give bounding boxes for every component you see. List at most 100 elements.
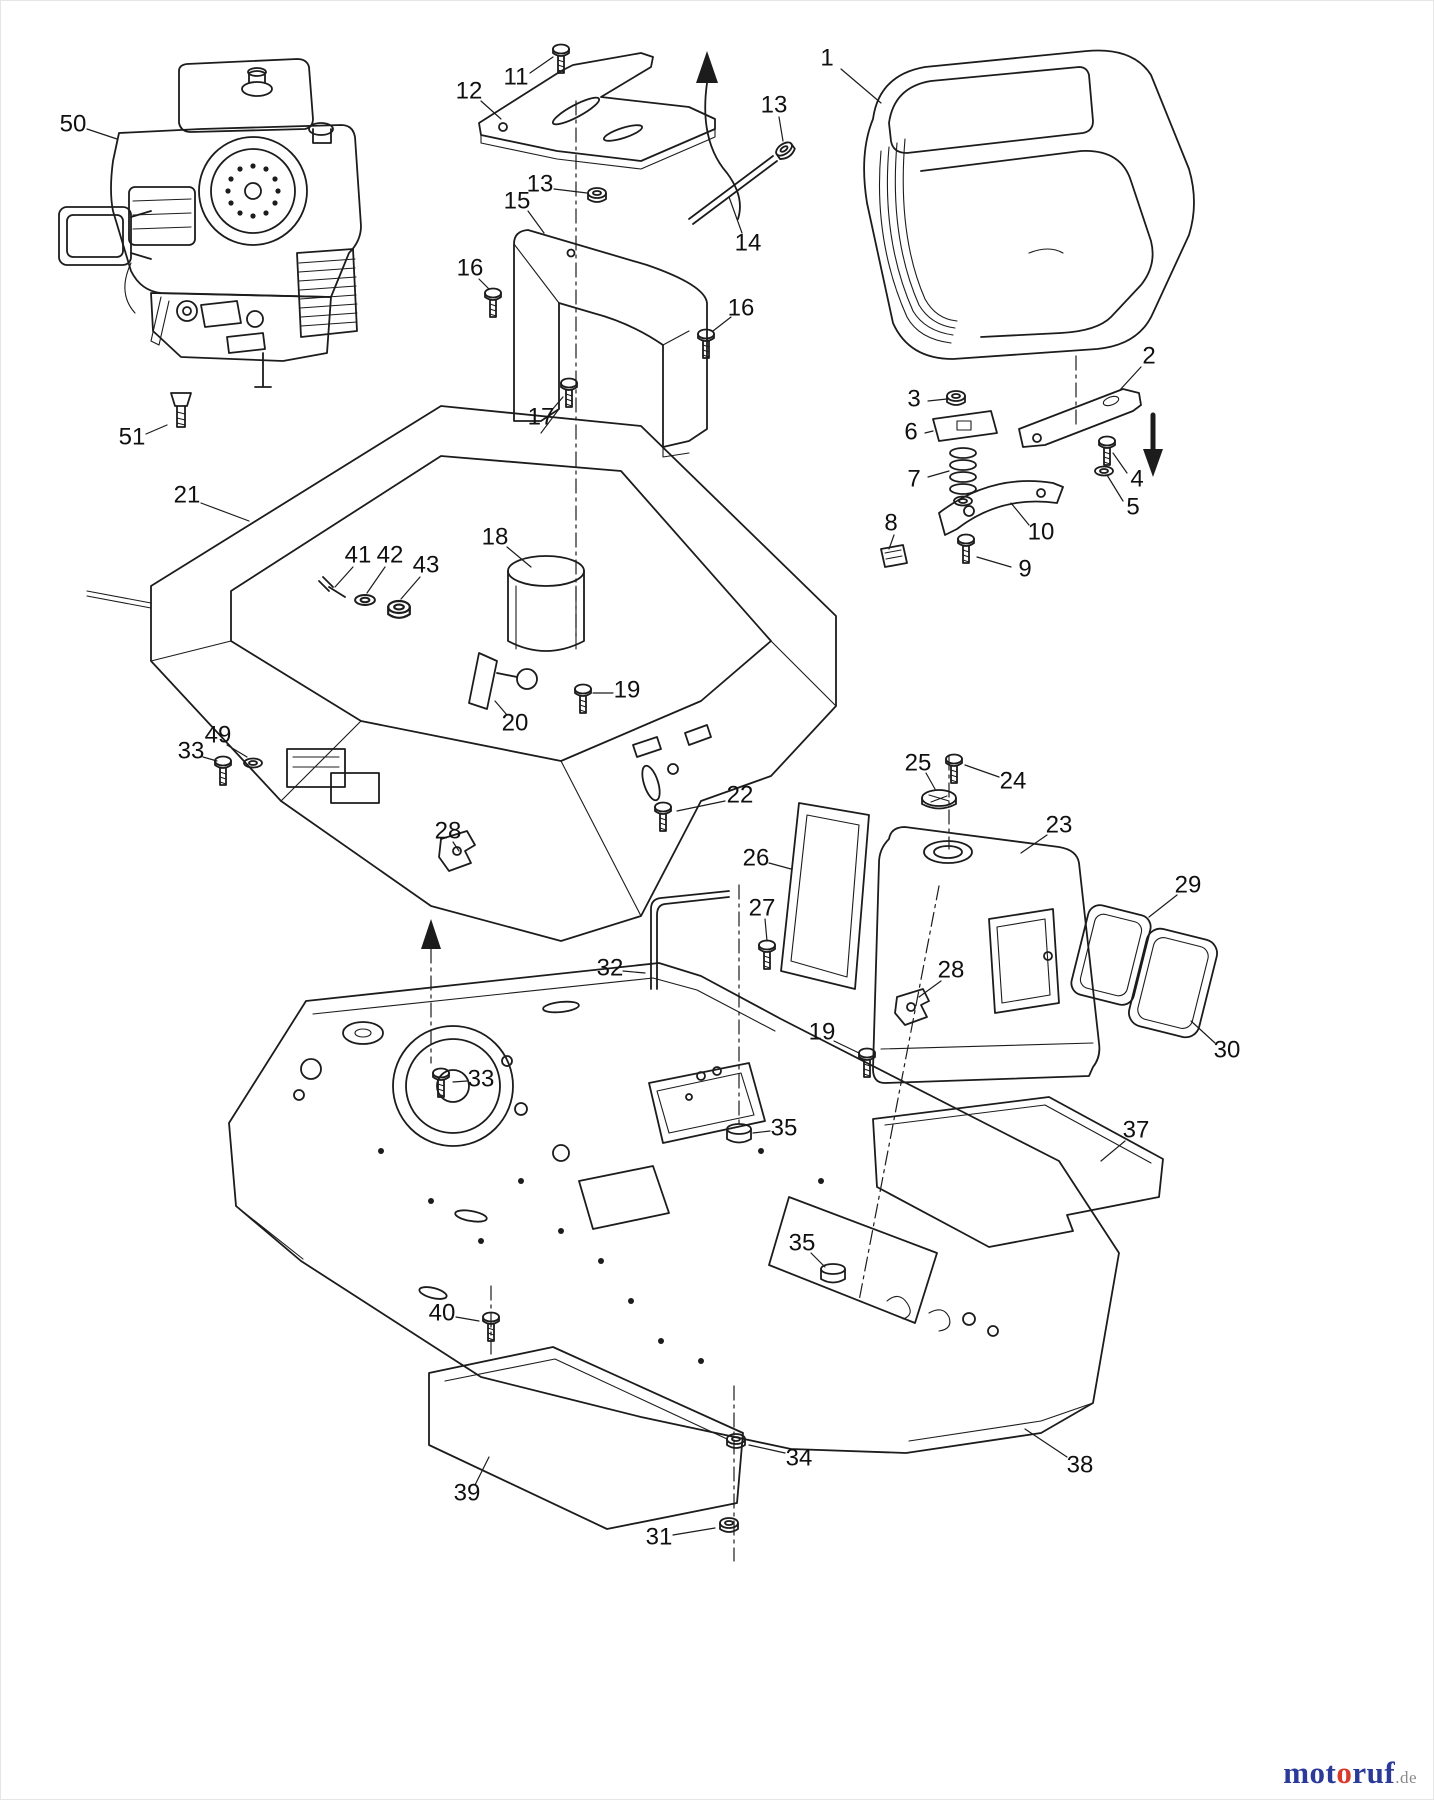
part-number-label: 21 <box>174 481 201 508</box>
part-number-label: 14 <box>735 229 762 256</box>
label-leader-line <box>888 534 895 550</box>
nut-icon <box>587 187 607 203</box>
part-number-label: 32 <box>597 954 624 981</box>
label-leader-line <box>672 1527 716 1536</box>
label-leader-line <box>927 398 948 402</box>
label-leader-line <box>452 1080 468 1083</box>
assembly-arrow-up-icon <box>421 919 441 949</box>
nut-icon <box>946 390 966 406</box>
fuel-tank-illustration <box>758 753 1218 1302</box>
part-number-label: 5 <box>1126 493 1139 520</box>
label-leader-line <box>366 566 386 594</box>
label-leader-line <box>810 1252 826 1268</box>
label-leader-line <box>506 546 532 568</box>
seat-hardware-illustration <box>880 355 1163 568</box>
engine-cover-illustration <box>484 229 715 458</box>
label-leader-line <box>676 800 726 812</box>
part-number-label: 31 <box>646 1523 673 1550</box>
mounting-plate-illustration <box>478 43 716 203</box>
label-leader-line <box>918 980 942 998</box>
part-number-label: 13 <box>761 91 788 118</box>
washer-icon <box>354 594 376 606</box>
part-number-label: 19 <box>614 676 641 703</box>
screw-icon <box>560 377 578 408</box>
label-leader-line <box>455 1316 480 1322</box>
part-number-label: 16 <box>457 254 484 281</box>
label-leader-line <box>925 772 936 790</box>
part-number-label: 35 <box>771 1114 798 1141</box>
label-leader-line <box>768 862 792 870</box>
part-number-label: 16 <box>728 294 755 321</box>
part-number-label: 7 <box>907 465 920 492</box>
part-number-label: 23 <box>1046 811 1073 838</box>
label-leader-line <box>527 210 545 234</box>
floor-mats-illustration <box>428 1096 1164 1530</box>
nut-icon <box>387 599 411 619</box>
label-leader-line <box>728 196 743 234</box>
part-number-label: 13 <box>527 170 554 197</box>
label-leader-line <box>752 1130 771 1134</box>
part-number-label: 24 <box>1000 767 1027 794</box>
part-number-label: 15 <box>504 187 531 214</box>
motoruf-logo[interactable]: motoruf.de <box>1283 1755 1417 1791</box>
label-leader-line <box>1148 894 1178 918</box>
part-number-label: 19 <box>809 1018 836 1045</box>
label-leader-line <box>1118 366 1142 392</box>
part-number-label: 43 <box>413 551 440 578</box>
label-leader-line <box>1106 474 1124 502</box>
part-number-label: 12 <box>456 77 483 104</box>
logo-text-part2: ruf <box>1352 1755 1396 1790</box>
label-leader-line <box>712 316 732 332</box>
assembly-arrow-down-icon <box>1143 449 1163 477</box>
label-leader-line <box>226 744 248 758</box>
seat-illustration <box>863 49 1195 360</box>
label-leader-line <box>764 918 768 942</box>
part-number-label: 40 <box>429 1299 456 1326</box>
label-leader-line <box>1024 1428 1068 1458</box>
label-leader-line <box>334 566 354 588</box>
label-leader-line <box>964 764 1000 778</box>
logo-text-part1: mot <box>1283 1755 1337 1790</box>
part-number-label: 33 <box>468 1065 495 1092</box>
part-number-label: 11 <box>504 63 529 90</box>
part-number-label: 27 <box>749 894 776 921</box>
fuel-cap-icon <box>921 789 957 810</box>
nut-icon <box>772 138 798 163</box>
screw-icon <box>697 328 715 359</box>
part-number-label: 8 <box>884 509 897 536</box>
label-leader-line <box>145 424 168 435</box>
chassis-illustration <box>228 919 1120 1562</box>
label-leader-line <box>924 430 934 434</box>
label-leader-line <box>478 278 490 290</box>
part-number-label: 34 <box>786 1444 813 1471</box>
part-number-label: 1 <box>820 44 833 71</box>
part-number-label: 4 <box>1130 465 1143 492</box>
support-rod-illustration <box>688 51 798 225</box>
nut-icon <box>719 1517 739 1533</box>
label-leader-line <box>400 576 421 600</box>
part-number-label: 6 <box>904 418 917 445</box>
assembly-arrow-up-icon <box>696 51 718 83</box>
label-leader-line <box>452 841 460 852</box>
label-leader-line <box>553 188 588 194</box>
label-leader-line <box>1100 1140 1126 1162</box>
spring-icon <box>949 447 977 495</box>
label-leader-line <box>202 756 218 762</box>
label-leader-line <box>1112 452 1128 474</box>
part-number-label: 9 <box>1018 555 1031 582</box>
part-number-label: 28 <box>938 956 965 983</box>
part-number-label: 35 <box>789 1229 816 1256</box>
part-number-label: 17 <box>528 403 555 430</box>
label-leader-line <box>1010 502 1030 526</box>
part-number-label: 18 <box>482 523 509 550</box>
logo-text-accent: o <box>1336 1755 1353 1790</box>
part-number-label: 25 <box>905 749 932 776</box>
part-number-label: 41 <box>345 541 372 568</box>
label-leader-line <box>529 56 554 74</box>
label-leader-line <box>748 1444 786 1454</box>
upper-body-illustration <box>86 100 837 942</box>
part-number-label: 28 <box>435 817 462 844</box>
logo-text-suffix: .de <box>1395 1768 1417 1787</box>
oil-drain-bolt-51 <box>170 392 192 428</box>
part-number-label: 39 <box>454 1479 481 1506</box>
